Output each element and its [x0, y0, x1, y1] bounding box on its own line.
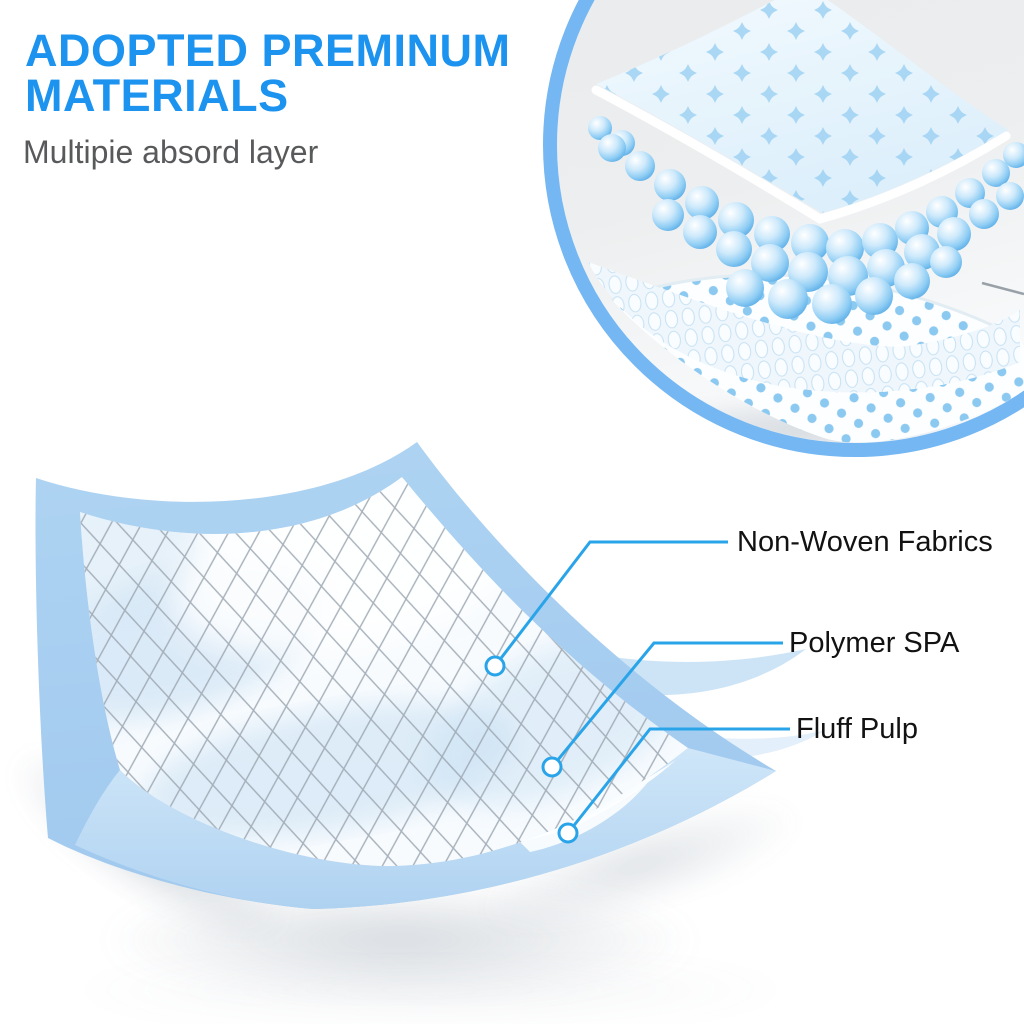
- callout-label-fluff-pulp: Fluff Pulp: [796, 713, 918, 745]
- callout-dot-fluff: [557, 822, 579, 844]
- page-title: ADOPTED PREMINUM MATERIALS: [25, 28, 511, 118]
- fluff-pulp-layer: [588, 262, 1020, 393]
- inset-circle: [543, 0, 1024, 457]
- callout-dot-non-woven: [484, 655, 506, 677]
- callout-line-fluff: [566, 727, 790, 834]
- pointer-line: [981, 281, 1024, 296]
- page-title-line1: ADOPTED PREMINUM: [25, 25, 511, 76]
- callout-dot-polymer: [541, 756, 563, 778]
- callout-label-non-woven-fabrics: Non-Woven Fabrics: [737, 526, 993, 558]
- callout-line-non-woven: [493, 540, 728, 667]
- pad-underside: [75, 748, 776, 909]
- top-sheet-layer: [591, 0, 1011, 224]
- page-subtitle: Multipie absord layer: [23, 134, 319, 170]
- callout-line-polymer: [550, 641, 783, 768]
- inset-ring: [543, 0, 1024, 457]
- gel-beads-layer: [588, 116, 1024, 324]
- page-title-line2: MATERIALS: [25, 70, 289, 121]
- pad-illustration: [11, 442, 826, 1022]
- callout-lines: [484, 540, 790, 844]
- callout-label-polymer-spa: Polymer SPA: [789, 627, 960, 659]
